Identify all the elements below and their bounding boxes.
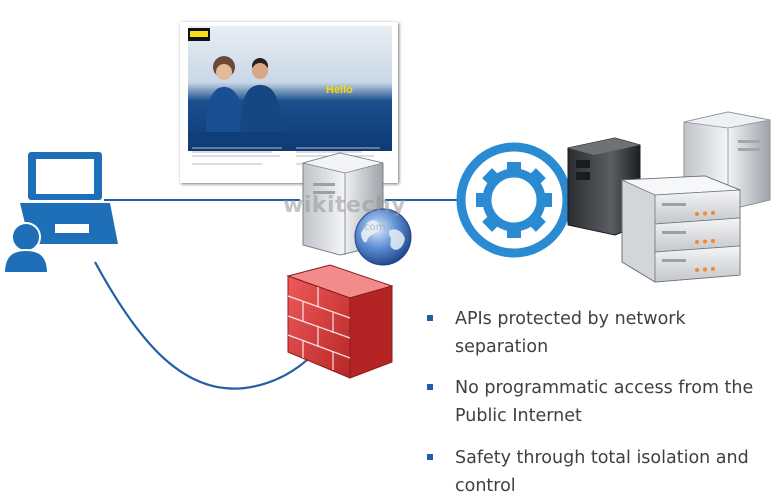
watermark: wikitechy xyxy=(283,193,407,218)
firewall-icon xyxy=(286,264,394,379)
store-logo xyxy=(188,28,210,41)
website-blue-row xyxy=(188,132,392,138)
feature-bullet-list: APIs protected by network separation No … xyxy=(427,305,777,500)
staff-photo xyxy=(206,56,282,137)
bullet-item: Safety through total isolation and contr… xyxy=(427,444,777,500)
user-icon xyxy=(2,222,50,274)
architecture-diagram xyxy=(2,111,771,390)
bullet-square-icon xyxy=(427,315,433,321)
watermark-domain: .com xyxy=(361,222,386,233)
laptop-icon xyxy=(20,152,118,244)
server-rack-icon xyxy=(621,175,741,283)
website-screenshot: Hello xyxy=(180,22,398,183)
web-server-group xyxy=(302,152,412,266)
bullet-item: No programmatic access from the Public I… xyxy=(427,374,777,430)
bullet-square-icon xyxy=(427,454,433,460)
globe-icon xyxy=(354,208,412,266)
bullet-item: APIs protected by network separation xyxy=(427,305,777,361)
bullet-square-icon xyxy=(427,384,433,390)
gear-icon xyxy=(456,142,572,258)
website-greeting: Hello xyxy=(326,84,353,96)
